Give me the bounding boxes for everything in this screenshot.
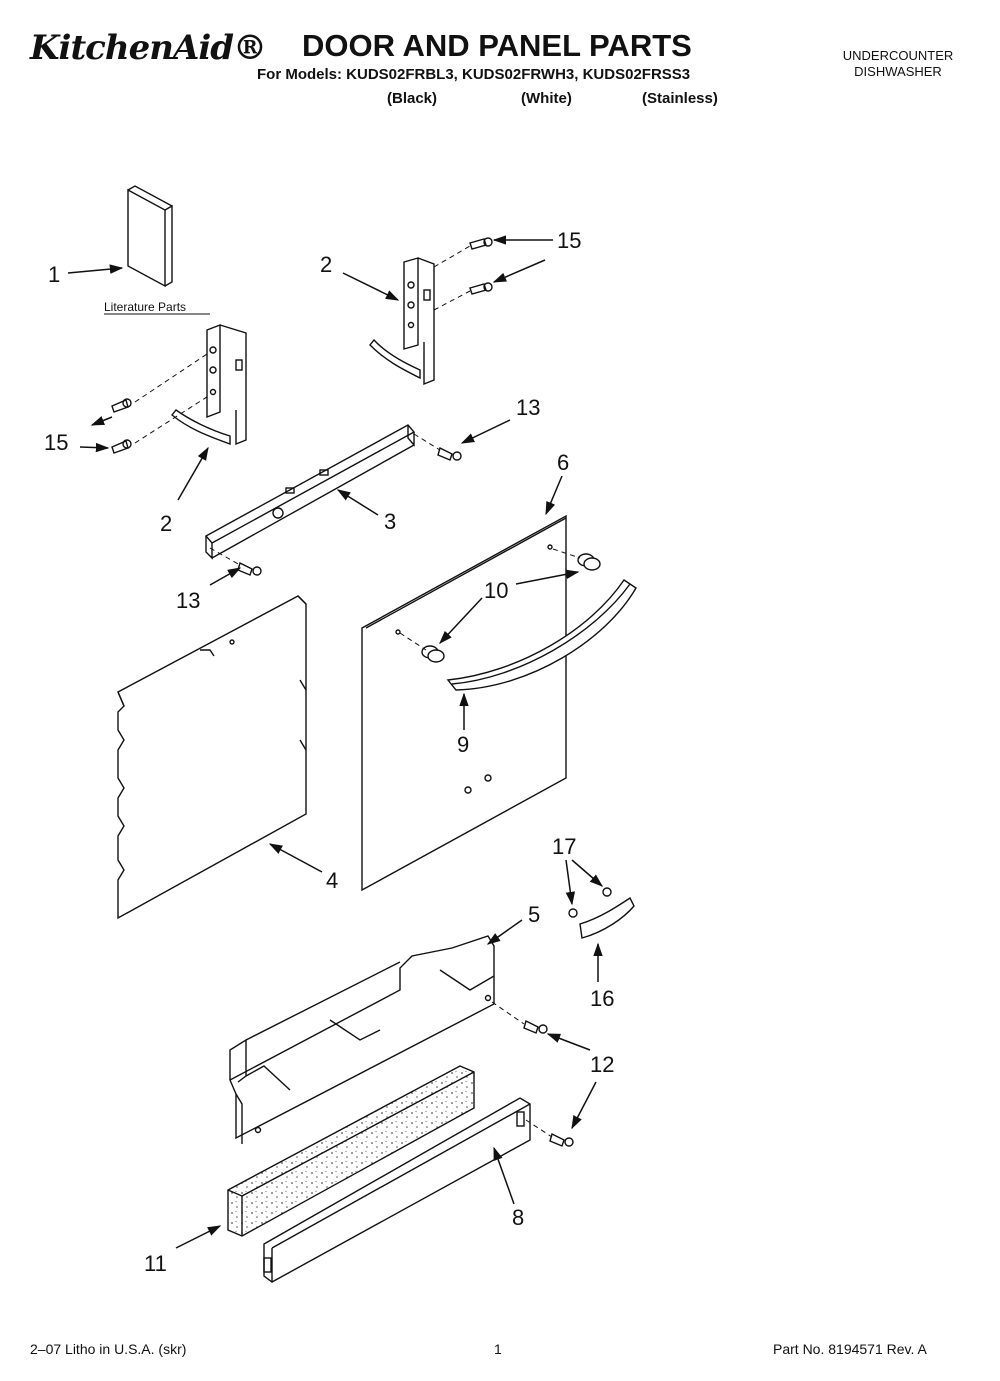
callout-6: 6 [557,450,569,475]
toe-insulation-foam [227,1065,475,1237]
literature-parts-label: Literature Parts [104,300,186,314]
category-line-2: DISHWASHER [854,64,942,79]
callout-1: 1 [48,262,60,287]
screw-12-upper [523,1019,548,1034]
variant-white: (White) [521,90,572,107]
callout-12: 12 [590,1052,614,1077]
brand-logo: KitchenAid® [30,28,267,68]
inner-door-panel [117,595,307,920]
page-title: DOOR AND PANEL PARTS [302,28,692,63]
screw-15-lower-right [469,282,493,295]
category-line-1: UNDERCOUNTER [842,48,954,63]
variant-black: (Black) [387,90,438,107]
callout-5: 5 [528,902,540,927]
callout-13-right: 13 [516,395,540,420]
footer-litho: 2–07 Litho in U.S.A. (skr) [30,1341,187,1357]
handle-spacer-upper [577,553,601,571]
literature-parts-booklet [127,185,173,288]
footer-part-number: Part No. 8194571 Rev. A [773,1341,927,1357]
door-bracket-left [171,323,247,446]
callout-2-top: 2 [320,252,332,277]
trim-cap [579,896,635,939]
trim-screws [568,887,612,918]
door-bracket-right [369,257,435,386]
callout-10: 10 [484,578,508,603]
handle-spacer-lower [421,645,445,663]
variant-stainless: (Stainless) [642,90,718,107]
screw-13-left [237,561,262,576]
door-channel-bracket [204,424,416,560]
toe-panel [263,1097,531,1283]
callout-15-right: 15 [557,228,581,253]
screw-15-upper-right [469,237,493,250]
screw-15-lower-left [111,439,132,454]
callout-17: 17 [552,834,576,859]
callout-9: 9 [457,732,469,757]
callout-2-left: 2 [160,511,172,536]
models-line: For Models: KUDS02FRBL3, KUDS02FRWH3, KU… [257,66,691,83]
callout-15-left: 15 [44,430,68,455]
footer-page-number: 1 [494,1341,502,1357]
screw-12-lower [549,1132,574,1147]
product-category: UNDERCOUNTER DISHWASHER [828,48,968,80]
callout-16: 16 [590,986,614,1011]
callout-8: 8 [512,1205,524,1230]
screw-13-right [437,446,462,461]
callout-13-left: 13 [176,588,200,613]
callout-11: 11 [144,1251,167,1276]
callout-3: 3 [384,509,396,534]
callout-4: 4 [326,868,338,893]
door-handle [446,579,637,691]
screw-15-upper-left [111,398,132,413]
